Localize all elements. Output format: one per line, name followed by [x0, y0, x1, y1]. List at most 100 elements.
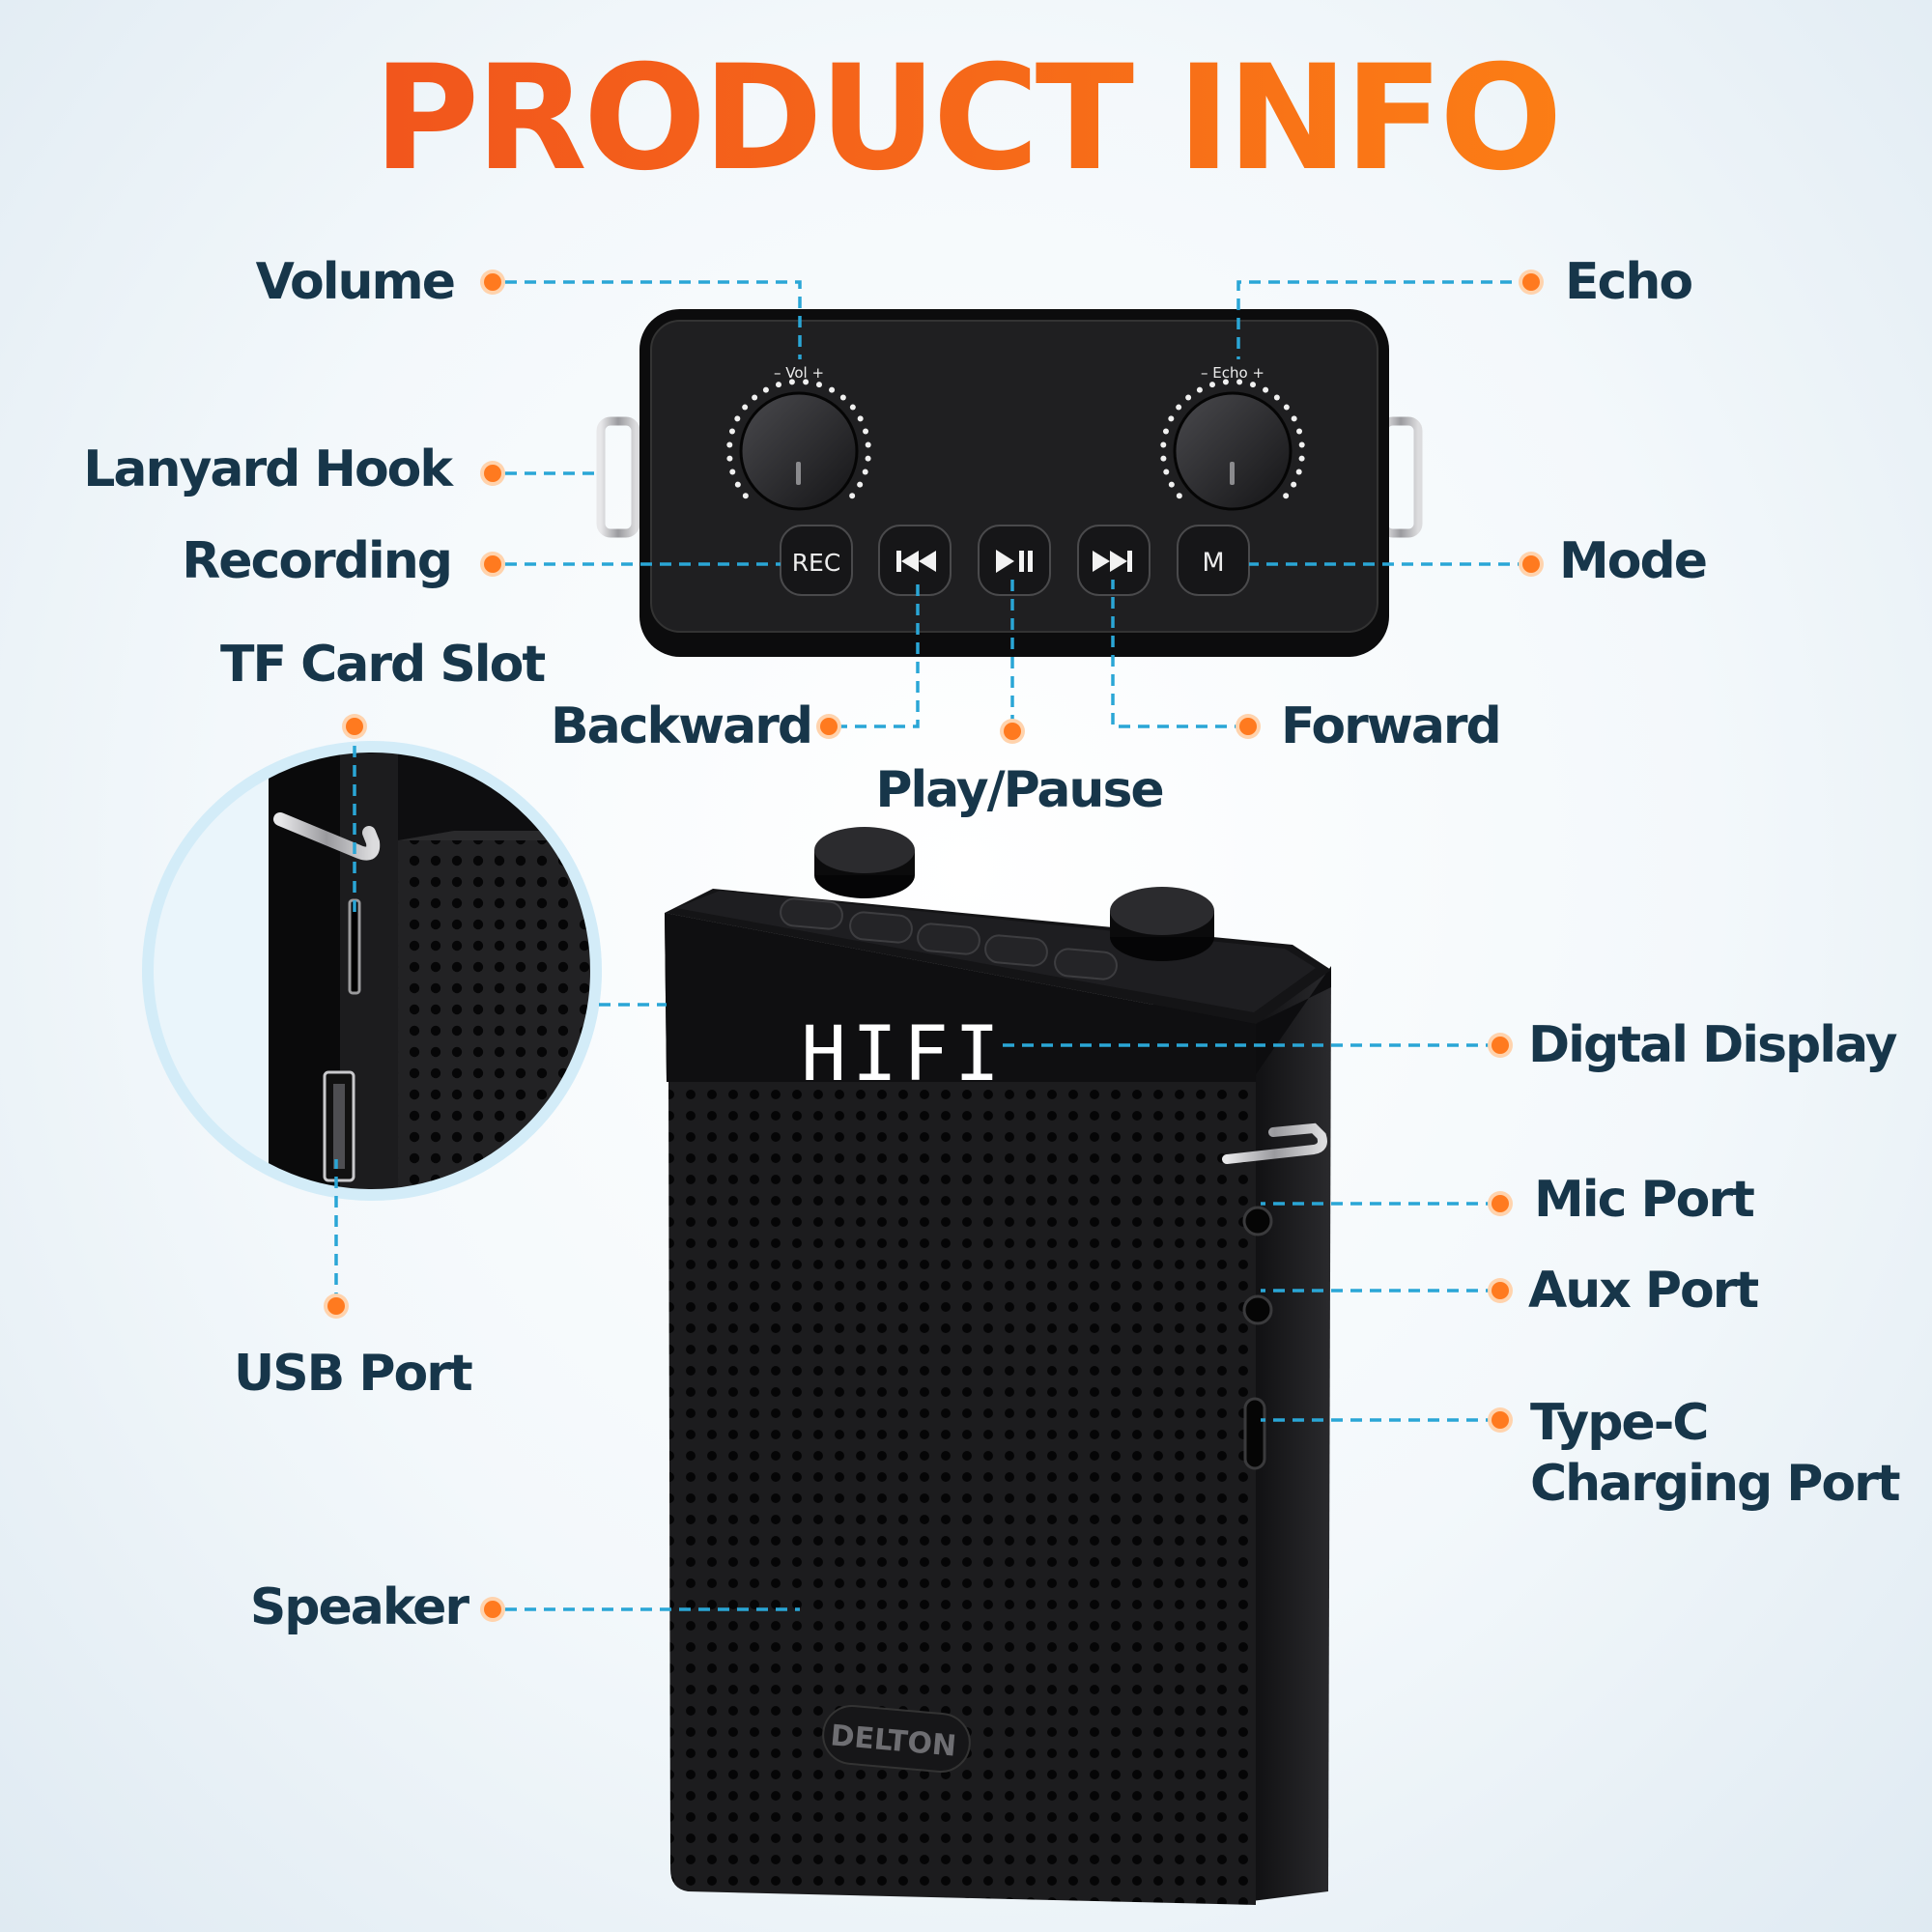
callout-volume: Volume	[255, 253, 456, 311]
mode-button-label: M	[1202, 548, 1224, 578]
knob-tick	[734, 481, 741, 488]
knob-tick	[762, 386, 769, 393]
callout-marker	[484, 555, 501, 573]
callout-marker	[1492, 1037, 1509, 1054]
tf-card-slot	[348, 898, 361, 995]
side-port-zoom-inset	[142, 741, 602, 1201]
knob-tick	[849, 493, 856, 499]
mic-port	[1242, 1206, 1273, 1236]
knob-tick	[1163, 469, 1170, 475]
knob-tick	[857, 415, 864, 422]
knob-tick	[1296, 428, 1303, 435]
knob-tick	[1283, 404, 1290, 411]
type-c-port	[1243, 1397, 1266, 1470]
knob-tick	[1185, 394, 1192, 401]
knob-tick	[1222, 379, 1229, 385]
knob-tick	[726, 455, 733, 462]
knob-tick	[803, 379, 810, 385]
knob-tick	[728, 428, 735, 435]
knob-tick	[1236, 379, 1243, 385]
speaker-grille	[668, 1080, 1256, 1905]
knob-tick	[776, 382, 782, 388]
top-volume-knob	[814, 827, 915, 898]
callout-mic-port: Mic Port	[1534, 1171, 1755, 1229]
play-pause-icon	[996, 550, 1033, 573]
backward-button[interactable]	[878, 525, 952, 596]
knob-tick	[829, 386, 836, 393]
knob-tick	[1196, 386, 1203, 393]
knob-tick	[839, 394, 846, 401]
mode-button[interactable]: M	[1177, 525, 1250, 596]
knob-tick	[1168, 415, 1175, 422]
knob-tick	[857, 481, 864, 488]
play-pause-button[interactable]	[978, 525, 1051, 596]
callout-marker	[820, 718, 838, 735]
knob-tick	[1249, 382, 1256, 388]
knob-tick	[1291, 415, 1297, 422]
next-icon	[1093, 551, 1132, 572]
callout-marker	[1522, 273, 1540, 291]
rec-button[interactable]: REC	[780, 525, 853, 596]
top-echo-knob	[1110, 887, 1214, 961]
callout-digital-display: Digtal Display	[1528, 1016, 1897, 1074]
knob-tick	[865, 455, 871, 462]
knob-tick	[1283, 493, 1290, 499]
knob-tick	[863, 428, 869, 435]
callout-type-c-charging-port: Type-C Charging Port	[1530, 1394, 1901, 1514]
knob-tick	[1298, 441, 1305, 448]
knob-tick	[752, 394, 758, 401]
lanyard-hook-left	[596, 416, 640, 538]
callout-marker	[1492, 1282, 1509, 1299]
volume-knob[interactable]	[726, 379, 871, 511]
digital-display: HIFI	[801, 1011, 1006, 1098]
callout-marker	[484, 1601, 501, 1618]
callout-forward: Forward	[1281, 697, 1502, 755]
callout-marker	[1492, 1195, 1509, 1212]
knob-tick	[1176, 493, 1182, 499]
callout-echo: Echo	[1565, 253, 1693, 311]
callout-lanyard-hook: Lanyard Hook	[83, 440, 453, 498]
knob-tick	[1168, 481, 1175, 488]
callout-backward: Backward	[551, 697, 813, 755]
knob-tick	[726, 441, 733, 448]
knob-tick	[1295, 469, 1302, 475]
knob-tick	[742, 404, 749, 411]
page-title: PRODUCT INFO	[0, 46, 1932, 191]
callout-marker	[327, 1297, 345, 1315]
knob-tick	[862, 469, 868, 475]
forward-button[interactable]	[1077, 525, 1151, 596]
callout-speaker: Speaker	[249, 1578, 469, 1636]
knob-tick	[1162, 428, 1169, 435]
callout-aux-port: Aux Port	[1528, 1262, 1759, 1320]
knob-tick	[788, 379, 795, 385]
callout-marker	[1522, 555, 1540, 573]
callout-marker	[484, 465, 501, 482]
callout-recording: Recording	[182, 532, 453, 590]
knob-tick	[734, 415, 741, 422]
callout-marker	[1239, 718, 1257, 735]
knob-tick	[1273, 394, 1280, 401]
speaker-device: HIFI DELTON	[665, 827, 1331, 1905]
callout-play-pause: Play/Pause	[875, 761, 1164, 819]
leader-lines	[334, 280, 1531, 1611]
rec-button-label: REC	[792, 549, 841, 577]
previous-icon	[896, 551, 936, 572]
callout-tf-card-slot: TF Card Slot	[220, 636, 546, 694]
callout-marker	[484, 273, 501, 291]
vol-scale-label: – Vol +	[774, 364, 824, 382]
knob-tick	[1263, 386, 1269, 393]
callout-marker	[1004, 723, 1021, 740]
knob-tick	[849, 404, 856, 411]
echo-knob[interactable]	[1160, 379, 1305, 511]
knob-tick	[729, 469, 736, 475]
aux-port	[1242, 1294, 1273, 1325]
knob-tick	[865, 441, 871, 448]
knob-tick	[1209, 382, 1216, 388]
body-lanyard-hook	[1222, 1122, 1327, 1164]
echo-scale-label: – Echo +	[1201, 364, 1264, 382]
callout-markers	[324, 270, 1544, 1622]
brand-badge: DELTON	[822, 1704, 971, 1774]
callout-mode: Mode	[1559, 532, 1708, 590]
control-panel: – Vol + – Echo + REC	[596, 309, 1423, 657]
